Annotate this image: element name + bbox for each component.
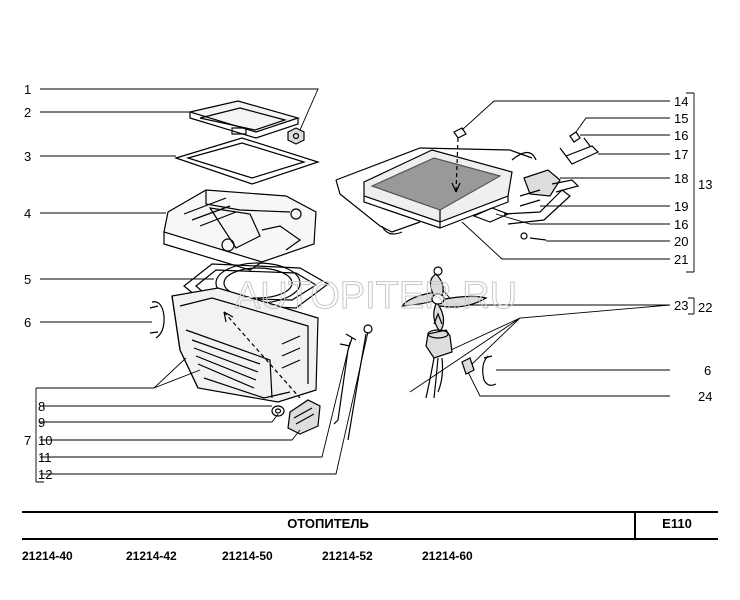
callout-10: 10 [38,433,52,448]
callout-8: 8 [38,399,45,414]
callout-12: 12 [38,467,52,482]
nut [287,127,305,145]
callout-7: 7 [24,433,31,448]
callout-24: 24 [698,389,712,404]
clip-left [149,301,165,339]
valve [287,399,321,435]
callouts-right: 14 15 16 17 18 13 19 16 20 21 23 22 6 24 [674,94,712,404]
model-code: 21214-52 [322,549,373,563]
callout-1: 1 [24,82,31,97]
model-code: 21214-40 [22,549,73,563]
small-fasteners [453,127,581,241]
fan [400,266,488,334]
cover-plate [187,100,301,139]
callouts-left: 1 2 3 4 5 6 7 8 9 10 11 12 [24,82,52,482]
callout-18: 18 [674,171,688,186]
bracket-rod [333,324,373,441]
callout-16: 16 [674,128,688,143]
model-code: 21214-50 [222,549,273,563]
footer-title-bar: ОТОПИТЕЛЬ E110 [22,511,718,540]
callout-16b: 16 [674,217,688,232]
clip-right [482,355,497,386]
section-code: E110 [662,516,692,531]
leaders-right [409,92,695,397]
tap [472,137,600,225]
callout-11: 11 [38,450,52,465]
lower-housing [171,287,319,403]
model-code: 21214-42 [126,549,177,563]
exploded-diagram: AUTOPITER.RU 1 2 3 4 5 6 7 8 9 10 11 12 … [24,82,712,483]
callout-6b: 6 [704,363,711,378]
callout-2: 2 [24,105,31,120]
watermark: AUTOPITER.RU [235,275,517,317]
gasket [174,137,320,185]
rubber-pad [461,357,475,375]
radiator [335,147,537,235]
ring [271,405,285,417]
callout-17: 17 [674,147,688,162]
callout-6: 6 [24,315,31,330]
model-code: 21214-60 [422,549,473,563]
callout-3: 3 [24,149,31,164]
callout-14: 14 [674,94,688,109]
callout-9: 9 [38,415,45,430]
callout-15: 15 [674,111,688,126]
title-divider [634,513,636,538]
callout-23: 23 [674,298,688,313]
upper-housing [163,189,317,271]
motor [425,312,453,399]
leaders-left [35,88,369,483]
page-title: ОТОПИТЕЛЬ [287,516,369,531]
callout-21: 21 [674,252,688,267]
callout-13: 13 [698,177,712,192]
callout-22: 22 [698,300,712,315]
callout-19: 19 [674,199,688,214]
callout-4: 4 [24,206,31,221]
model-list: 21214-40 21214-42 21214-50 21214-52 2121… [22,549,722,567]
callout-20: 20 [674,234,688,249]
callout-5: 5 [24,272,31,287]
